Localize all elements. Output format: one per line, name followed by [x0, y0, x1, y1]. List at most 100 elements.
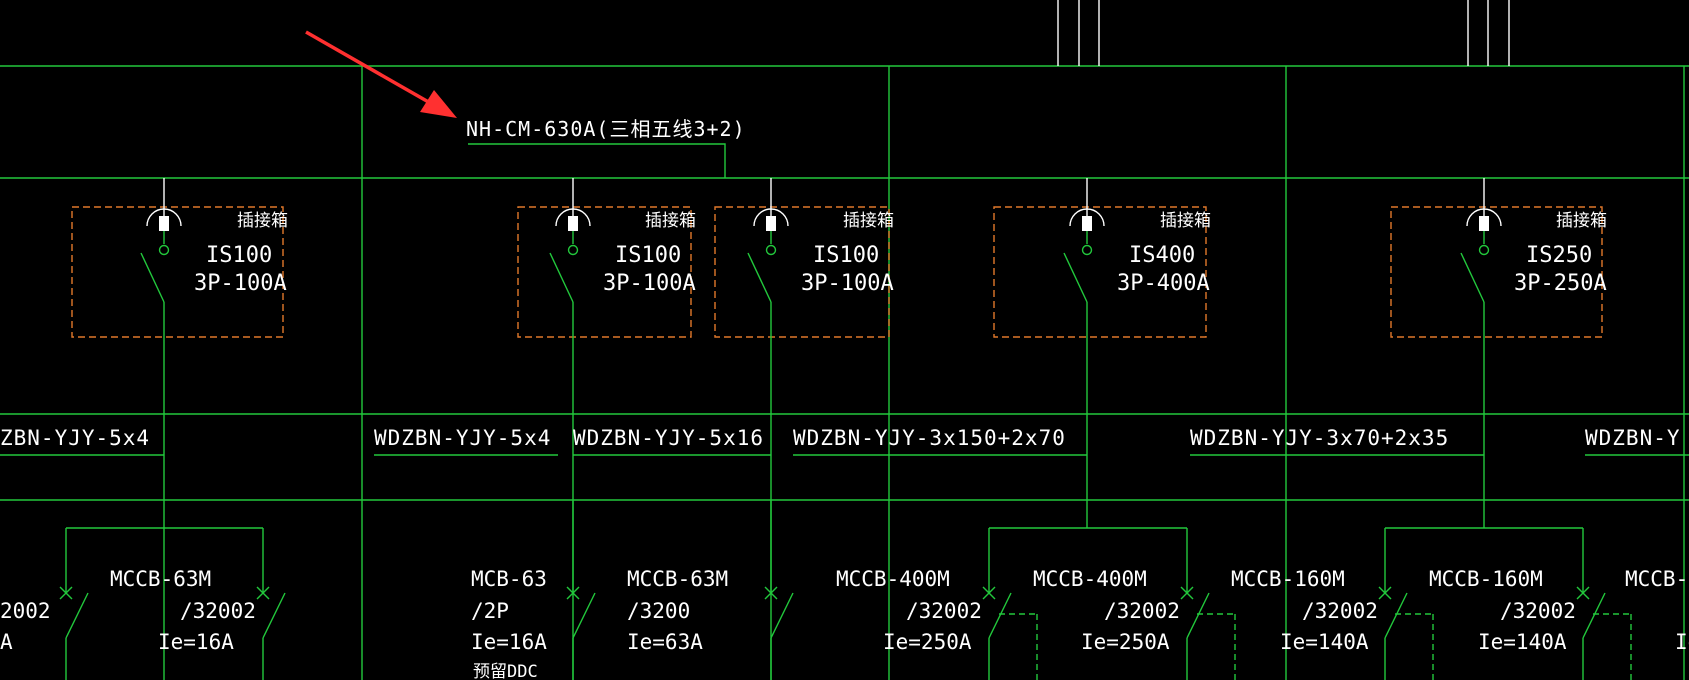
breaker-blade — [262, 592, 286, 639]
breaker-label: MCB-63/2P Ie=16A 预留DDC — [471, 567, 547, 680]
cable-label: WDZBN-YJY-3x150+2x70 — [793, 426, 1066, 450]
breaker-rated-current: Ie=140A — [1478, 630, 1567, 654]
breaker-poles: /3200 — [627, 599, 690, 623]
breaker-note: 预留DDC — [473, 662, 538, 680]
breaker-poles: /32002 — [1500, 599, 1576, 623]
contact-blade — [766, 216, 776, 231]
breaker-model: MCCB-63M — [110, 567, 211, 591]
breaker-poles: /32002 — [1302, 599, 1378, 623]
breaker-rated-current: Ie=250A — [883, 630, 972, 654]
plug-in-box-model: IS100 — [206, 243, 272, 268]
breaker-switch-icon — [1576, 586, 1632, 680]
breaker-x-b — [982, 586, 996, 600]
plug-in-box: 插接箱 IS100 3P-100A — [71, 178, 288, 680]
breaker-x-b — [59, 586, 73, 600]
plug-contact-icon — [1069, 207, 1105, 256]
cable-label: ZBN-YJY-5x4 — [0, 426, 150, 450]
breaker-poles: /32002 — [1104, 599, 1180, 623]
plug-in-box-frame — [517, 206, 692, 338]
breaker-model: MCCB-63M — [627, 567, 728, 591]
breaker-model: MCCB-400M — [1033, 567, 1147, 591]
breaker-blade — [1384, 592, 1408, 639]
breaker-rated-current: Ie=16A — [471, 630, 547, 654]
plug-in-box-frame — [71, 206, 284, 338]
plug-contact-icon — [146, 207, 182, 256]
busway-riser — [1057, 0, 1510, 66]
breaker-model: MCCB-400M — [836, 567, 950, 591]
breaker-label: MCCB-2Ie — [1625, 567, 1689, 654]
breaker-blade — [1186, 592, 1210, 639]
breaker-blade — [572, 592, 596, 639]
plug-in-box-model: IS100 — [615, 243, 681, 268]
cable-label: WDZBN-YJY-3x70+2x35 — [1190, 426, 1449, 450]
switch-blade — [1460, 252, 1485, 303]
plug-in-box-tag: 插接箱 — [843, 211, 894, 231]
breaker-blade — [1582, 592, 1606, 639]
breaker-switch-icon — [764, 500, 794, 680]
contact-blade — [568, 216, 578, 231]
breaker-blade — [65, 592, 89, 639]
breaker-x-b — [1378, 586, 1392, 600]
breaker-model: MCCB-2 — [1625, 567, 1689, 591]
breaker-model: MCCB-160M — [1231, 567, 1345, 591]
switch-blade — [549, 252, 574, 303]
breaker-switch-icon — [566, 500, 596, 680]
contact-blade — [159, 216, 169, 231]
busway-label-leader — [468, 143, 726, 178]
breaker-current: A — [0, 630, 13, 654]
breaker-switch-icon — [256, 586, 286, 680]
breaker-switch-icon — [59, 586, 89, 680]
breaker-switch-icon — [982, 586, 1038, 680]
breaker-poles: /2P — [471, 599, 509, 623]
plug-in-box-model: IS400 — [1129, 243, 1195, 268]
plug-in-box-model: IS100 — [813, 243, 879, 268]
breaker-rated-current: Ie=140A — [1280, 630, 1369, 654]
plug-in-boxes: 插接箱IS1003P-100A插接箱IS1003P-100A插接箱IS1003P… — [71, 178, 1607, 680]
breaker-model: MCB-63 — [471, 567, 547, 591]
cable-label: WDZBN-YJY-5x16 — [573, 426, 764, 450]
plug-in-box-model: IS250 — [1526, 243, 1592, 268]
contact-ring — [1478, 244, 1490, 256]
breaker-rated-current: Ie=250A — [1081, 630, 1170, 654]
plug-contact-icon — [1466, 207, 1502, 256]
switch-blade — [1063, 252, 1088, 303]
breaker-blade — [770, 592, 794, 639]
breaker-x-b — [1576, 586, 1590, 600]
breaker-switch-icon — [1180, 586, 1236, 680]
cable-label: WDZBN-YJY-5x4 — [374, 426, 551, 450]
red-arrow-icon — [305, 30, 457, 118]
breaker-model: MCCB-160M — [1429, 567, 1543, 591]
plug-contact-icon — [753, 207, 789, 256]
breaker-switch-icon — [1378, 586, 1434, 680]
plug-in-box-tag: 插接箱 — [1160, 211, 1211, 231]
distribution-frame — [1384, 527, 1584, 593]
switch-blade — [747, 252, 772, 303]
contact-blade — [1082, 216, 1092, 231]
plug-in-box-rating: 3P-100A — [194, 271, 287, 296]
contact-ring — [1081, 244, 1093, 256]
plug-in-box-frame — [1390, 206, 1603, 338]
contact-blade — [1479, 216, 1489, 231]
plug-in-box: 插接箱 IS400 3P-400A — [993, 178, 1211, 528]
breaker-frame-code: 2002 — [0, 599, 51, 623]
plug-in-box-rating: 3P-400A — [1117, 271, 1210, 296]
breaker-poles: /32002 — [906, 599, 982, 623]
breaker-rated-current: Ie=63A — [627, 630, 703, 654]
breaker-x-b — [256, 586, 270, 600]
cable-label: WDZBN-Y — [1585, 426, 1681, 450]
plug-in-box-tag: 插接箱 — [237, 211, 288, 231]
breaker-poles: /32002 — [180, 599, 256, 623]
plug-in-box-frame — [714, 206, 890, 338]
breaker-rated-current: Ie — [1675, 630, 1689, 654]
